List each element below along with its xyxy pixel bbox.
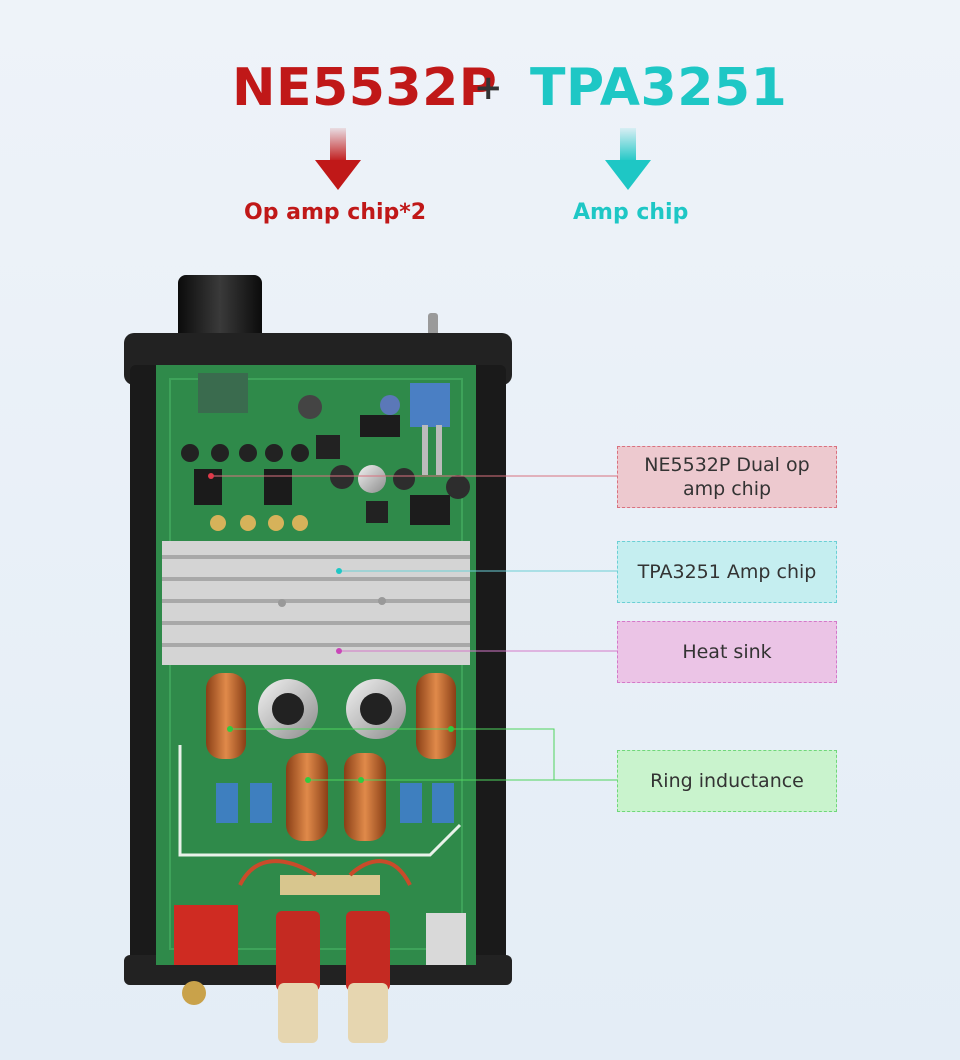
tpa3251-title: TPA3251 <box>530 58 788 118</box>
arrow-down-teal-icon <box>605 128 651 190</box>
label-heat-sink: Heat sink <box>617 621 837 683</box>
plus-sign: + <box>474 68 503 108</box>
amplifier-board-image <box>124 275 512 1043</box>
amp-chip-caption: Amp chip <box>573 200 689 225</box>
op-amp-caption: Op amp chip*2 <box>244 200 427 225</box>
ne5532p-title: NE5532P <box>232 58 498 118</box>
arrow-down-red-icon <box>315 128 361 190</box>
label-tpa3251-amp-chip: TPA3251 Amp chip <box>617 541 837 603</box>
label-ne5532p-dual-op-amp: NE5532P Dual op amp chip <box>617 446 837 508</box>
label-ring-inductance: Ring inductance <box>617 750 837 812</box>
